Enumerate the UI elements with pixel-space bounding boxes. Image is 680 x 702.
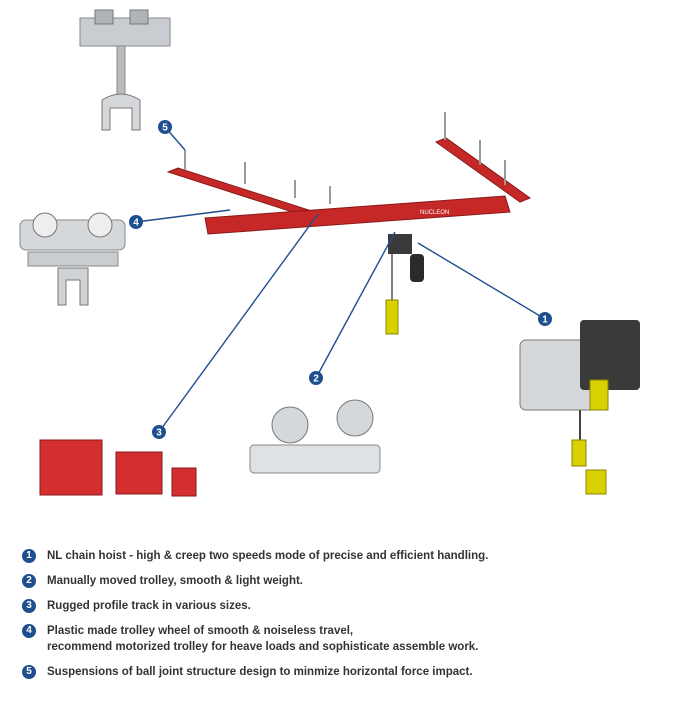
plastic-trolley-illustration (19, 212, 126, 306)
chain-hoist-on-beam (385, 234, 424, 335)
left-rail (166, 167, 317, 217)
svg-text:4: 4 (133, 218, 139, 229)
legend-line: Suspensions of ball joint structure desi… (47, 666, 473, 678)
callout-1: 1 (538, 312, 552, 326)
manual-trolley-illustration (249, 399, 381, 474)
crane-system-diagram: NUCLEON (19, 9, 640, 497)
feature-legend: 1 NL chain hoist - high & creep two spee… (22, 548, 662, 689)
legend-number: 2 (22, 574, 36, 588)
bridge-beam (204, 195, 511, 235)
svg-text:3: 3 (156, 428, 162, 439)
legend-item-5: 5 Suspensions of ball joint structure de… (22, 664, 662, 680)
legend-line: Rugged profile track in various sizes. (47, 600, 251, 612)
legend-item-2: 2 Manually moved trolley, smooth & light… (22, 573, 662, 589)
svg-text:1: 1 (542, 315, 548, 326)
legend-text: NL chain hoist - high & creep two speeds… (47, 548, 488, 564)
legend-number: 4 (22, 624, 36, 638)
legend-number: 5 (22, 665, 36, 679)
legend-text: Rugged profile track in various sizes. (47, 598, 251, 614)
brand-label: NUCLEON (420, 210, 449, 216)
right-rail (434, 137, 532, 203)
legend-line: Manually moved trolley, smooth & light w… (47, 575, 304, 587)
callout-2: 2 (309, 371, 323, 385)
legend-text: Suspensions of ball joint structure desi… (47, 664, 473, 680)
callout-4: 4 (129, 215, 143, 229)
legend-text: Plastic made trolley wheel of smooth & n… (47, 623, 478, 655)
callout-3: 3 (152, 425, 166, 439)
legend-text: Manually moved trolley, smooth & light w… (47, 573, 303, 589)
legend-line: Plastic made trolley wheel of smooth & n… (47, 625, 354, 637)
profile-track-illustration (39, 439, 197, 497)
suspension-clamp-illustration (79, 9, 171, 131)
legend-line: NL chain hoist - high & creep two speeds… (47, 550, 489, 562)
legend-item-3: 3 Rugged profile track in various sizes. (22, 598, 662, 614)
chain-hoist-illustration (519, 320, 640, 495)
legend-number: 3 (22, 599, 36, 613)
legend-item-1: 1 NL chain hoist - high & creep two spee… (22, 548, 662, 564)
legend-item-4: 4 Plastic made trolley wheel of smooth &… (22, 623, 662, 655)
legend-line: recommend motorized trolley for heave lo… (47, 641, 479, 653)
legend-number: 1 (22, 549, 36, 563)
svg-text:2: 2 (313, 374, 319, 385)
callout-5: 5 (158, 120, 172, 134)
leader-lines (135, 126, 546, 433)
svg-text:5: 5 (162, 123, 168, 134)
rail-suspensions (184, 112, 506, 204)
